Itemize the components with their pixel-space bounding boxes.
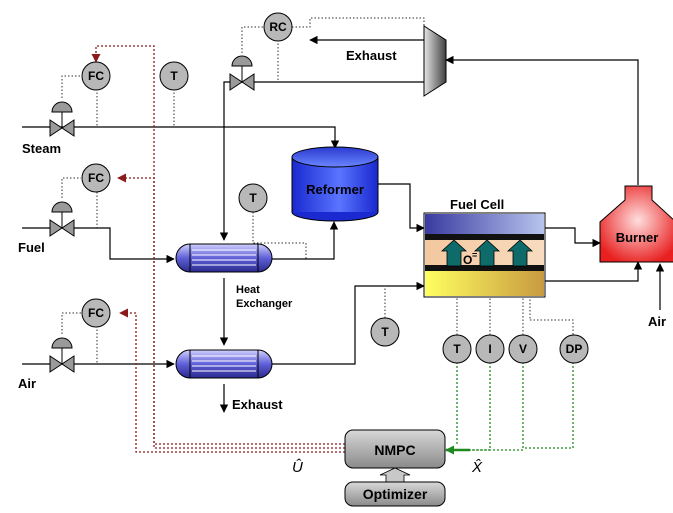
v-meas-label: V [519,342,527,356]
fuel-valve[interactable] [49,201,75,237]
stream-labels: Steam Fuel Air Air Exhaust Exhaust [18,48,666,412]
air-burner-label: Air [648,314,666,329]
exhaust-top-label: Exhaust [346,48,397,63]
dp-meas-instrument[interactable]: DP [559,334,589,364]
fc-steam-label: FC [88,69,104,83]
t-steam-label: T [170,69,178,83]
turbine-icon [423,25,447,97]
steam-label: Steam [22,141,61,156]
t-he-label: T [249,191,257,205]
nmpc-label: NMPC [374,442,415,458]
optimizer-label: Optimizer [363,486,428,502]
hx-label-line1: Heat [236,284,260,296]
reformer-label: Reformer [306,182,364,197]
oxide-label: O [463,253,472,267]
reformer-to-fc [378,183,425,233]
t-he-instrument[interactable]: T [238,183,268,213]
fc-fuel-label: FC [88,171,104,185]
t-fc-instrument[interactable]: T [370,317,400,347]
burner-label: Burner [616,230,659,245]
process-lines [22,35,665,413]
optimizer-block[interactable]: Optimizer [344,481,446,507]
fuel-line [22,227,175,264]
burner-to-turbine [445,55,639,185]
air-valve[interactable] [49,337,75,373]
burner: Burner [599,185,673,263]
rc-instrument[interactable]: RC [263,12,293,42]
valves [49,55,255,373]
control-signal-lines [91,45,345,453]
t-meas-instrument[interactable]: T [442,334,472,364]
t-fc-label: T [381,325,389,339]
exhaust-recycle-line [219,81,424,241]
heat-exchanger-2 [175,349,273,379]
u-hat-label: Û [292,459,303,476]
fc-anode-to-burner [545,227,601,248]
hx2-to-fc [272,281,425,365]
dp-meas-label: DP [566,342,583,356]
steam-valve[interactable] [49,101,75,137]
hx1-to-reformer [272,221,339,260]
recycle-valve[interactable] [229,55,255,91]
v-meas-instrument[interactable]: V [508,334,538,364]
optimizer-arrow-icon [379,467,411,483]
fuel-label: Fuel [18,240,45,255]
fuel-cell-label: Fuel Cell [450,197,504,212]
air-in-label: Air [18,376,36,391]
oxide-arrows [440,239,534,267]
fc-cathode-to-burner [545,261,643,282]
instruments: RC FC FC FC T T T T [81,12,589,364]
fc-air-instrument[interactable]: FC [81,298,111,328]
oxide-sup: = [472,250,477,260]
nmpc-block[interactable]: NMPC [344,429,446,469]
exhaust-bottom-label: Exhaust [232,397,283,412]
i-meas-instrument[interactable]: I [475,334,505,364]
reformer: Reformer [291,146,379,222]
rc-label: RC [269,20,287,34]
fc-fuel-instrument[interactable]: FC [81,163,111,193]
hx-labels: Heat Exchanger [236,284,293,310]
fc-steam-instrument[interactable]: FC [81,61,111,91]
t-meas-label: T [453,342,461,356]
i-meas-label: I [488,342,491,356]
hx-label-line2: Exchanger [236,298,293,310]
heat-exchanger-1 [175,243,273,273]
steam-line [22,126,340,149]
fc-air-label: FC [88,306,104,320]
t-steam-instrument[interactable]: T [159,61,189,91]
x-hat-label: X̂ [471,459,483,476]
measurement-signal-lines [445,362,574,455]
fuel-cell: Fuel Cell O = [423,197,546,298]
